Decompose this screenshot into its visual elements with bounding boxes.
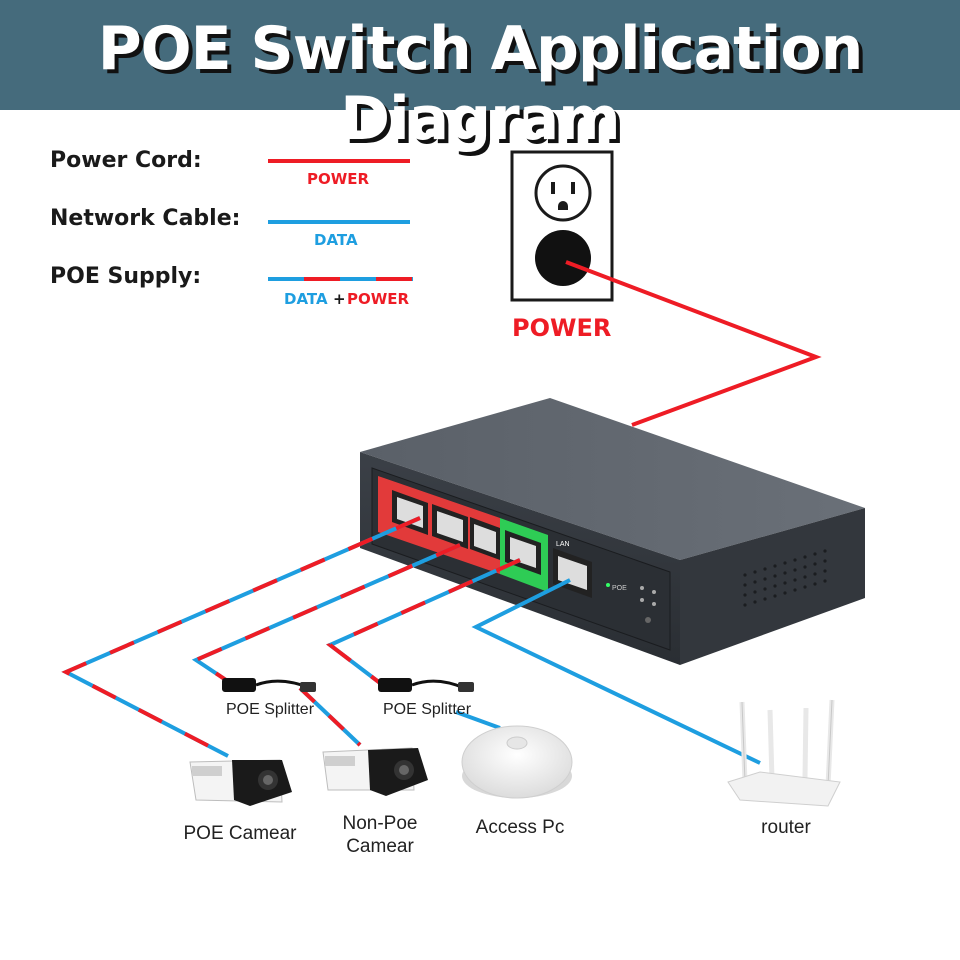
non-poe-camera-label: Non-Poe Camear — [320, 812, 440, 858]
router-icon — [727, 699, 841, 807]
wall-outlet — [510, 150, 614, 302]
non-poe-camera-icon — [322, 747, 428, 796]
legend-poe-supply-label: POE Supply: — [50, 264, 202, 289]
poe-splitter-2-label: POE Splitter — [383, 701, 472, 718]
switch-poe-label: POE — [612, 585, 627, 592]
access-point-label: Access Pc — [475, 817, 565, 838]
status-leds — [606, 583, 656, 623]
poe-splitter-2-icon — [378, 678, 474, 692]
non-poe-camera-label-line2: Camear — [346, 836, 414, 857]
poe-cable-1 — [61, 516, 421, 758]
power-cord — [565, 260, 822, 427]
switch-lan-label: LAN — [556, 541, 570, 548]
poe-splitter-1-label: POE Splitter — [226, 701, 315, 718]
splitter-1-cable — [298, 686, 362, 747]
access-point-icon — [461, 725, 573, 799]
lan-cable — [471, 578, 761, 765]
legend-data-tag: DATA — [314, 231, 358, 249]
vent-grille — [743, 549, 827, 607]
legend-power-cord-label: Power Cord: — [50, 148, 202, 173]
splitter-2-cable — [455, 710, 501, 730]
legend-poe-data-tag: DATA — [284, 290, 328, 308]
page-title: POE Switch Application Diagram — [97, 14, 864, 154]
poe-cable-3 — [326, 558, 521, 685]
poe-switch: POE LAN — [360, 398, 865, 665]
poe-port-3 — [470, 517, 500, 560]
poe-splitter-1-icon — [222, 678, 316, 692]
outlet-power-label: POWER — [512, 314, 612, 342]
poe-camera-icon — [189, 759, 292, 806]
poe-cable-2 — [191, 543, 461, 682]
title-banner: POE Switch Application Diagram — [0, 0, 960, 154]
outlet-plug-icon — [535, 230, 591, 286]
router-label: router — [761, 817, 811, 838]
legend-poe-plus-tag: + — [333, 290, 346, 308]
legend-power-tag: POWER — [307, 170, 370, 188]
poe-port-2 — [432, 504, 468, 549]
poe-camera-label: POE Camear — [183, 823, 297, 844]
legend-network-cable-label: Network Cable: — [50, 206, 241, 231]
legend-poe-power-tag: POWER — [347, 290, 410, 308]
outlet-socket-icon — [534, 164, 592, 222]
non-poe-camera-label-line1: Non-Poe — [342, 813, 418, 834]
